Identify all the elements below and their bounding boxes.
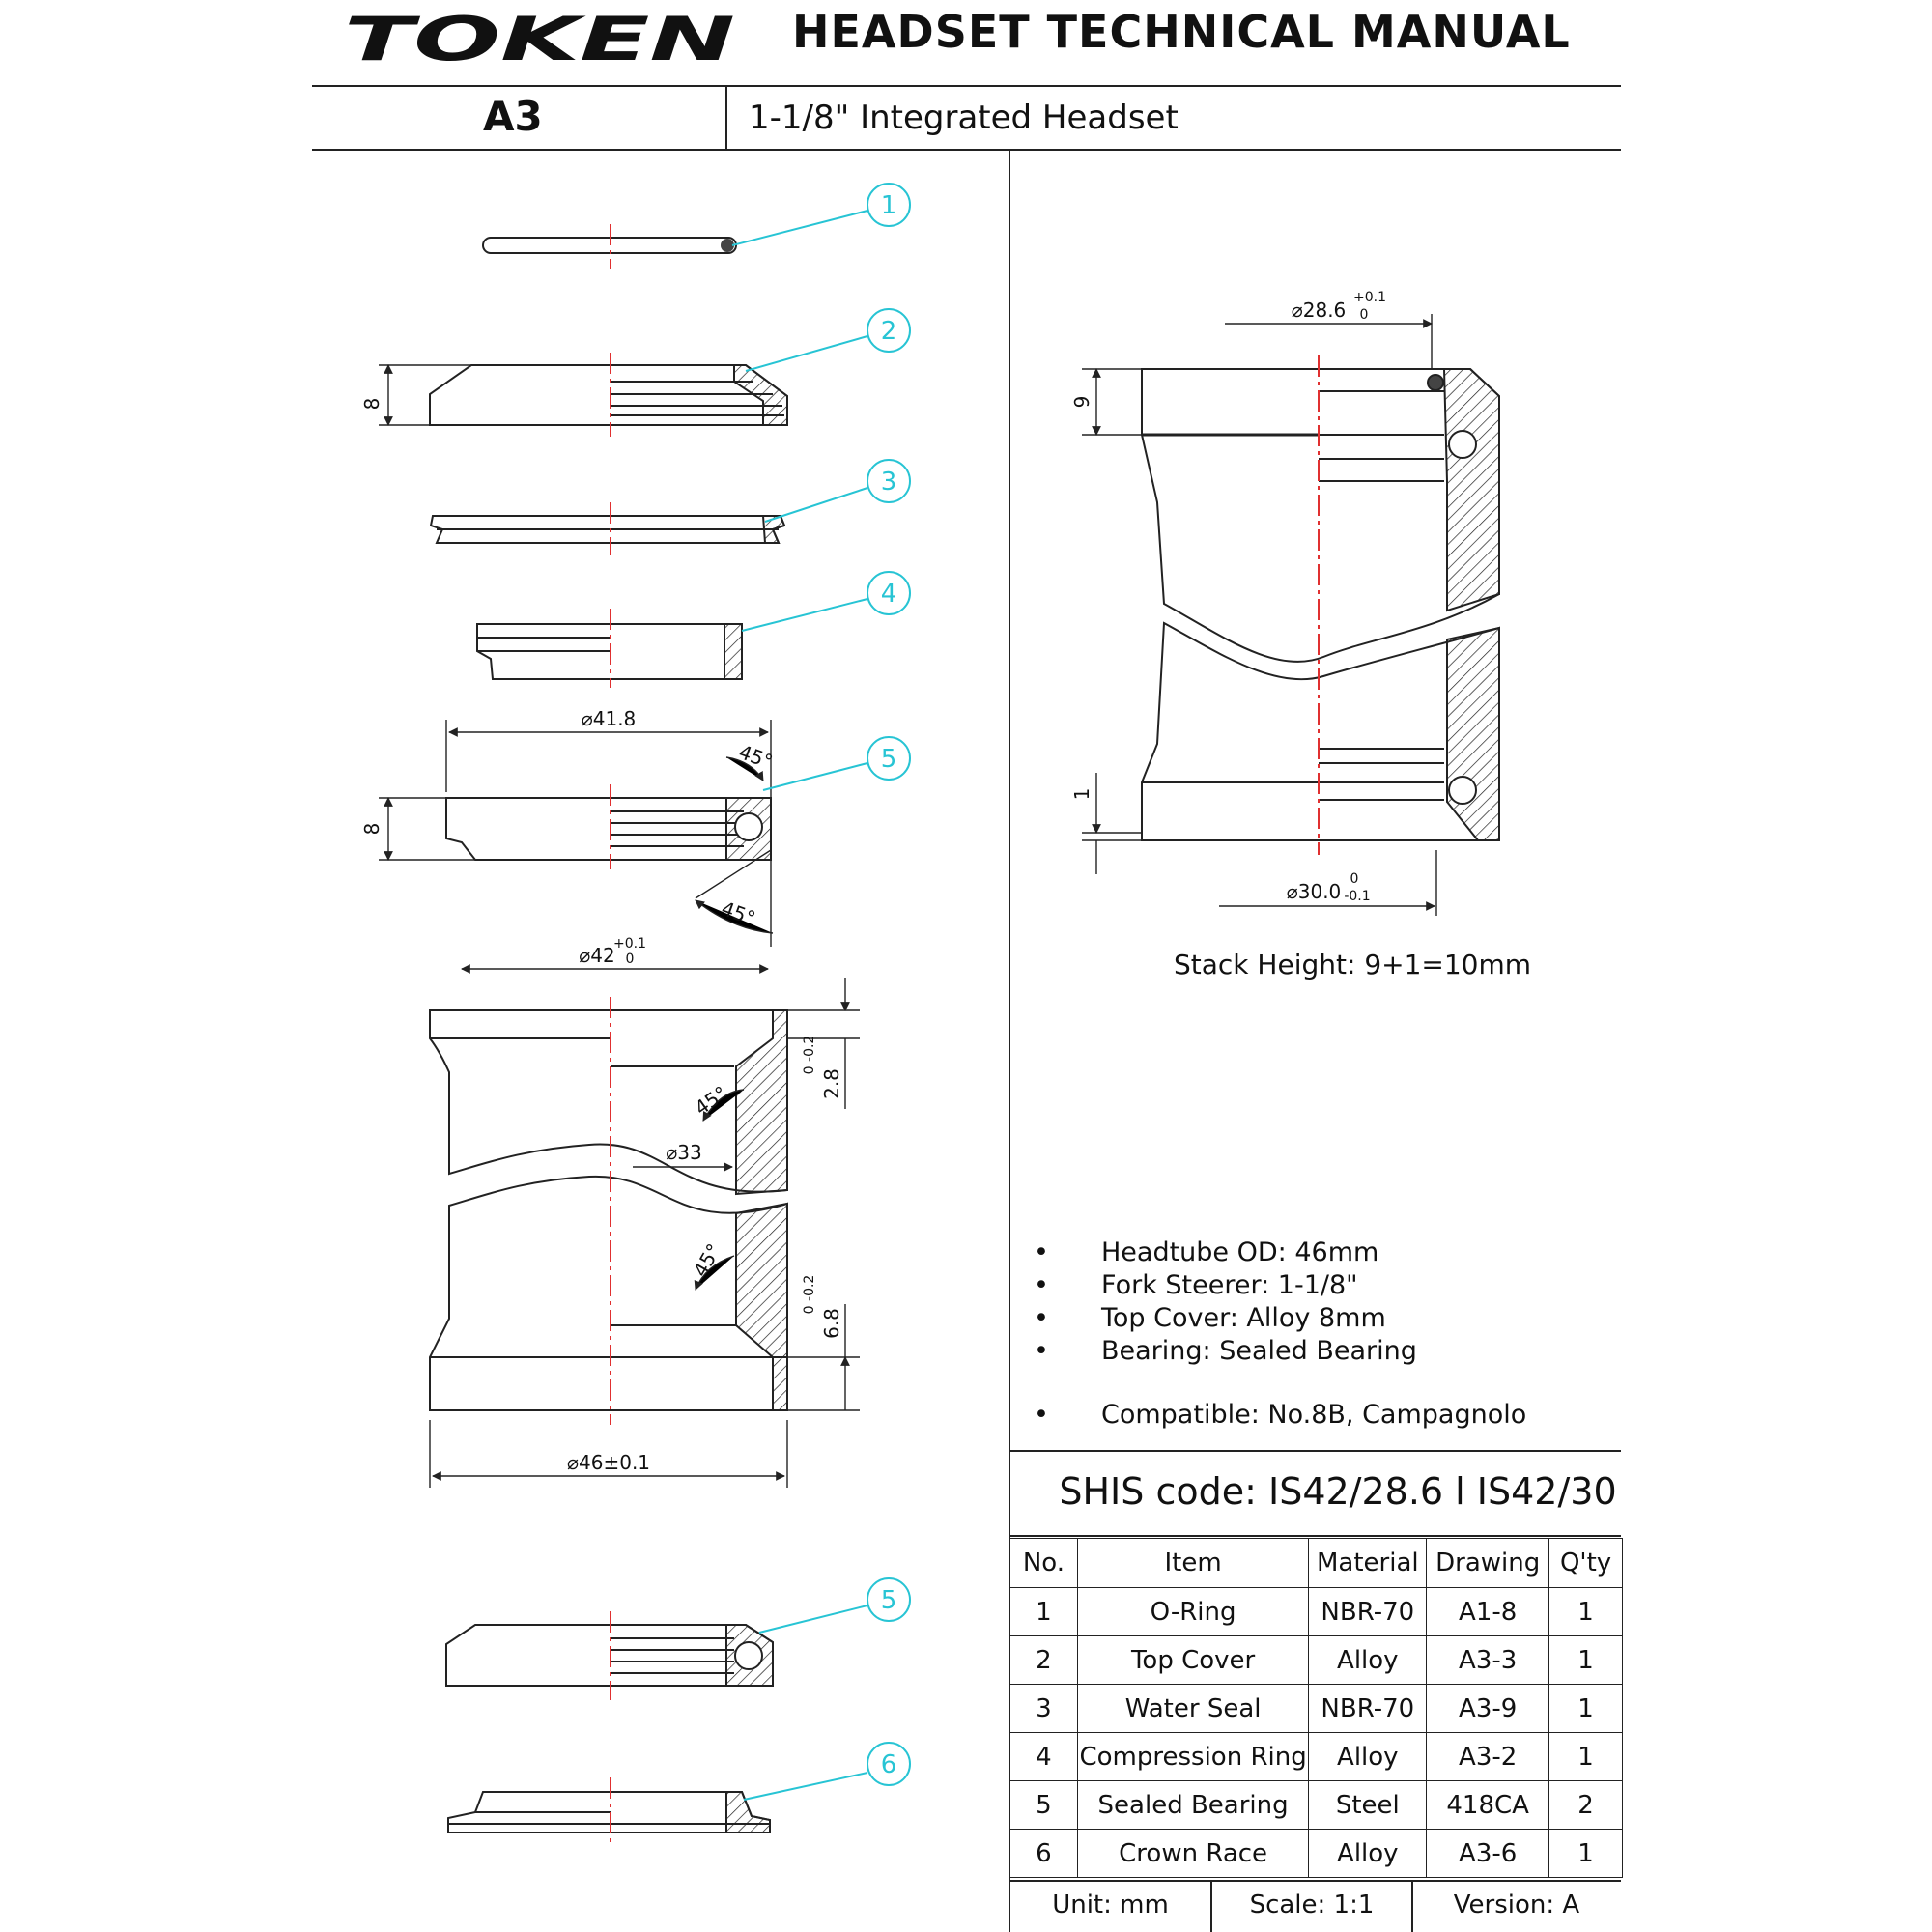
dim-steerer-bore: ⌀33: [666, 1141, 702, 1164]
dim-bearing-height: 8: [360, 823, 384, 836]
callout-6: 6: [881, 1750, 897, 1779]
center-lines: [610, 224, 1320, 1845]
brand-text: TOKEN: [344, 8, 735, 70]
table-header-row: No. Item Material Drawing Q'ty: [1009, 1538, 1623, 1588]
dim-top-cover-height: 8: [360, 398, 384, 411]
dim-cup-id-tol-lower: 0: [626, 952, 635, 967]
dim-cup-depth-bottom: 6.8: [820, 1308, 843, 1339]
spec-item: •Top Cover: Alloy 8mm: [1034, 1303, 1386, 1333]
dim-assembly-top-tol-upper: +0.1: [1353, 290, 1386, 305]
callout-5b: 5: [881, 1586, 897, 1615]
callouts: [731, 183, 911, 1801]
callout-3: 3: [881, 468, 897, 497]
footer-version: Version: A: [1453, 1890, 1580, 1919]
header-no: No.: [1009, 1538, 1078, 1588]
part-3-water-seal: [429, 515, 786, 544]
callout-circle-3: [867, 459, 911, 503]
model-description: 1-1/8" Integrated Headset: [749, 99, 1179, 137]
dim-cup-depth-bottom-tol: 0 -0.2: [802, 1275, 817, 1315]
callout-2: 2: [881, 317, 897, 346]
spec-item: •Fork Steerer: 1-1/8": [1034, 1270, 1358, 1300]
dim-headtube-od: ⌀46±0.1: [567, 1451, 650, 1474]
spec-item: •Compatible: No.8B, Campagnolo: [1034, 1400, 1527, 1430]
callout-circle-5b: [867, 1577, 911, 1622]
token-logo: TOKEN: [344, 8, 735, 70]
footer-scale: Scale: 1:1: [1249, 1890, 1375, 1919]
dim-cup-depth-top: 2.8: [820, 1068, 843, 1099]
model-number: A3: [483, 93, 543, 140]
dim-assembly-top-tol-lower: 0: [1360, 307, 1369, 323]
callout-1: 1: [881, 191, 897, 220]
dim-cup-id: ⌀42: [579, 944, 615, 967]
dim-assembly-bottom-tol-lower: -0.1: [1344, 889, 1370, 904]
header-drawing: Drawing: [1426, 1538, 1550, 1588]
dim-cup-depth-top-tol: 0 -0.2: [802, 1036, 817, 1075]
dim-bearing-angle-top: 45°: [736, 740, 777, 774]
dim-assembly-top-stack: 9: [1070, 396, 1094, 409]
callout-circle-2: [867, 308, 911, 353]
document-title: HEADSET TECHNICAL MANUAL: [792, 6, 1571, 58]
callout-circle-4: [867, 571, 911, 615]
spec-list: •Headtube OD: 46mm •Fork Steerer: 1-1/8"…: [1034, 1236, 1526, 1432]
assembly-section: [1082, 314, 1500, 916]
dim-assembly-bottom-dia: ⌀30.0: [1287, 880, 1342, 903]
stack-height: Stack Height: 9+1=10mm: [1174, 949, 1532, 980]
dim-assembly-bottom-stack: 1: [1070, 788, 1094, 801]
callout-5a: 5: [881, 745, 897, 774]
part-2-top-cover: [379, 364, 788, 426]
dim-bearing-od: ⌀41.8: [582, 707, 637, 730]
callout-circle-6: [867, 1742, 911, 1786]
callout-4: 4: [881, 580, 897, 609]
footer-unit: Unit: mm: [1052, 1890, 1169, 1919]
header-material: Material: [1308, 1538, 1428, 1588]
headtube-section: [429, 964, 860, 1488]
callout-circle-1: [867, 183, 911, 227]
header-item: Item: [1076, 1538, 1310, 1588]
part-5-sealed-bearing-top: [379, 720, 774, 947]
shis-code: SHIS code: IS42/28.6 l IS42/30: [1059, 1470, 1617, 1513]
dim-assembly-top-dia: ⌀28.6: [1292, 298, 1347, 322]
part-6-crown-race: [447, 1791, 771, 1833]
dim-assembly-bottom-tol-upper: 0: [1350, 871, 1359, 887]
spec-item: •Headtube OD: 46mm: [1034, 1237, 1379, 1267]
dim-cup-id-tol-upper: +0.1: [613, 936, 646, 952]
callout-circle-5a: [867, 736, 911, 781]
header-qty: Q'ty: [1548, 1538, 1623, 1588]
spec-item: •Bearing: Sealed Bearing: [1034, 1336, 1417, 1366]
